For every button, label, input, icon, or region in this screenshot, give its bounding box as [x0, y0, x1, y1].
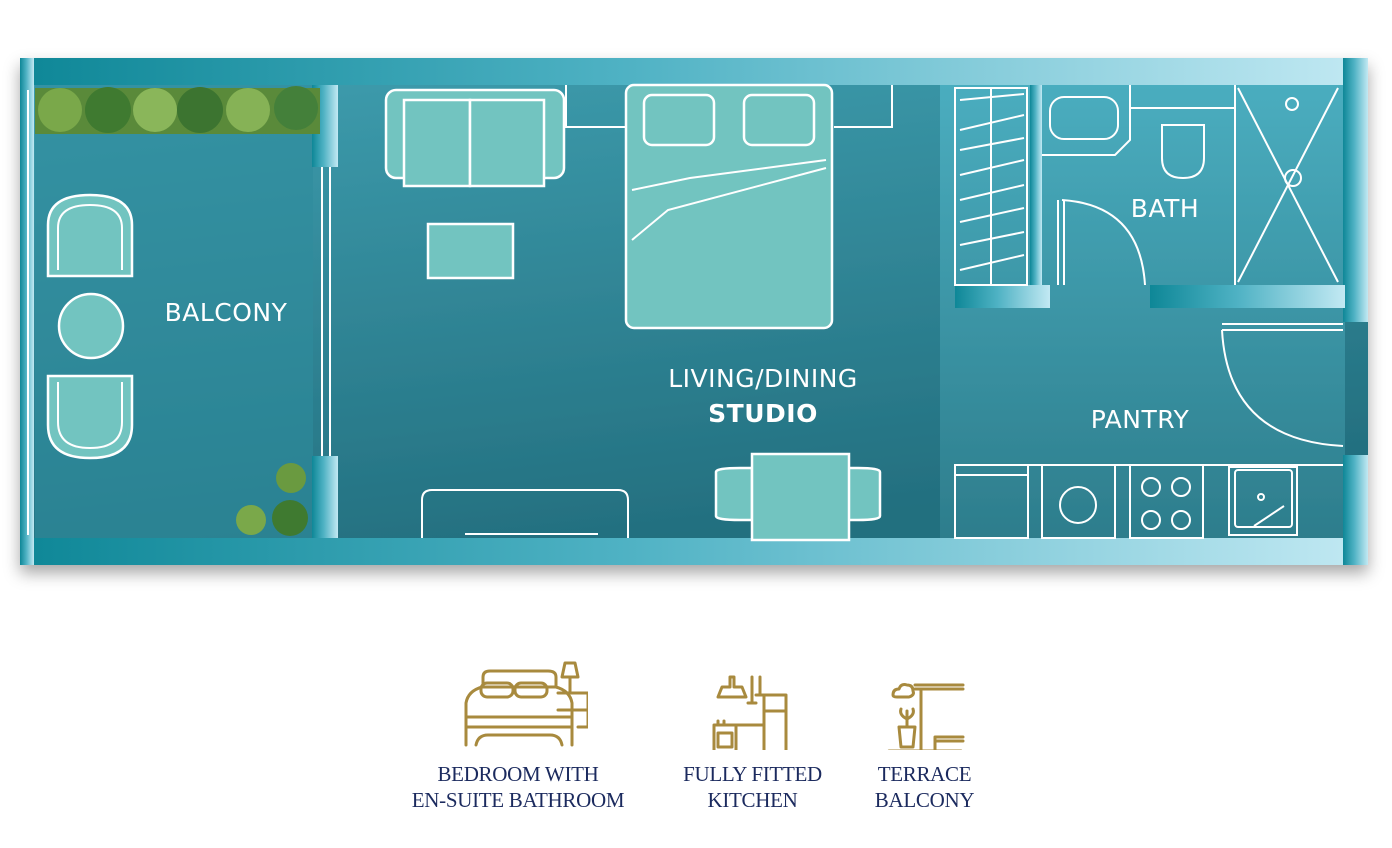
legend-terrace-line2: BALCONY	[874, 788, 975, 812]
legend-terrace-line1: TERRACE	[877, 762, 972, 786]
balcony-chair-bottom	[46, 374, 134, 460]
planter-icon	[35, 86, 320, 536]
wardrobe	[954, 87, 1028, 286]
kitchen-sink-icon	[1228, 466, 1298, 536]
legend-bedroom-line1: BEDROOM WITH	[437, 762, 599, 786]
shower-icon	[1234, 85, 1339, 285]
sofa	[384, 88, 566, 188]
stove-icon	[1129, 464, 1204, 539]
room-label-studio: STUDIO	[708, 399, 818, 428]
floor-plan: BALCONY LIVING/DINING STUDIO BATH PANTRY	[20, 58, 1368, 565]
room-label-living: LIVING/DINING	[668, 364, 858, 393]
legend-kitchen-line1: FULLY FITTED	[683, 762, 822, 786]
bed-icon	[464, 661, 590, 747]
bed	[624, 83, 834, 330]
balcony-chair-top	[46, 193, 134, 278]
bath-door	[1057, 199, 1146, 286]
room-label-pantry: PANTRY	[1091, 405, 1190, 434]
coffee-table	[426, 222, 515, 280]
kitchen-icon	[712, 675, 787, 755]
room-label-bath: BATH	[1131, 194, 1199, 223]
sink-icon	[1042, 85, 1131, 156]
legend-kitchen-line2: KITCHEN	[707, 788, 798, 812]
washing-machine-icon	[1041, 464, 1116, 539]
dining-table	[714, 452, 882, 542]
entrance-door	[1221, 323, 1344, 447]
balcony-table	[57, 292, 125, 360]
tv-unit	[421, 489, 629, 538]
legend-bedroom-line2: EN-SUITE BATHROOM	[411, 788, 625, 812]
terrace-icon	[887, 683, 964, 753]
walls	[20, 58, 1368, 565]
kitchen-counter	[954, 464, 1343, 539]
room-label-balcony: BALCONY	[165, 298, 288, 327]
toilet-icon	[1130, 107, 1234, 180]
